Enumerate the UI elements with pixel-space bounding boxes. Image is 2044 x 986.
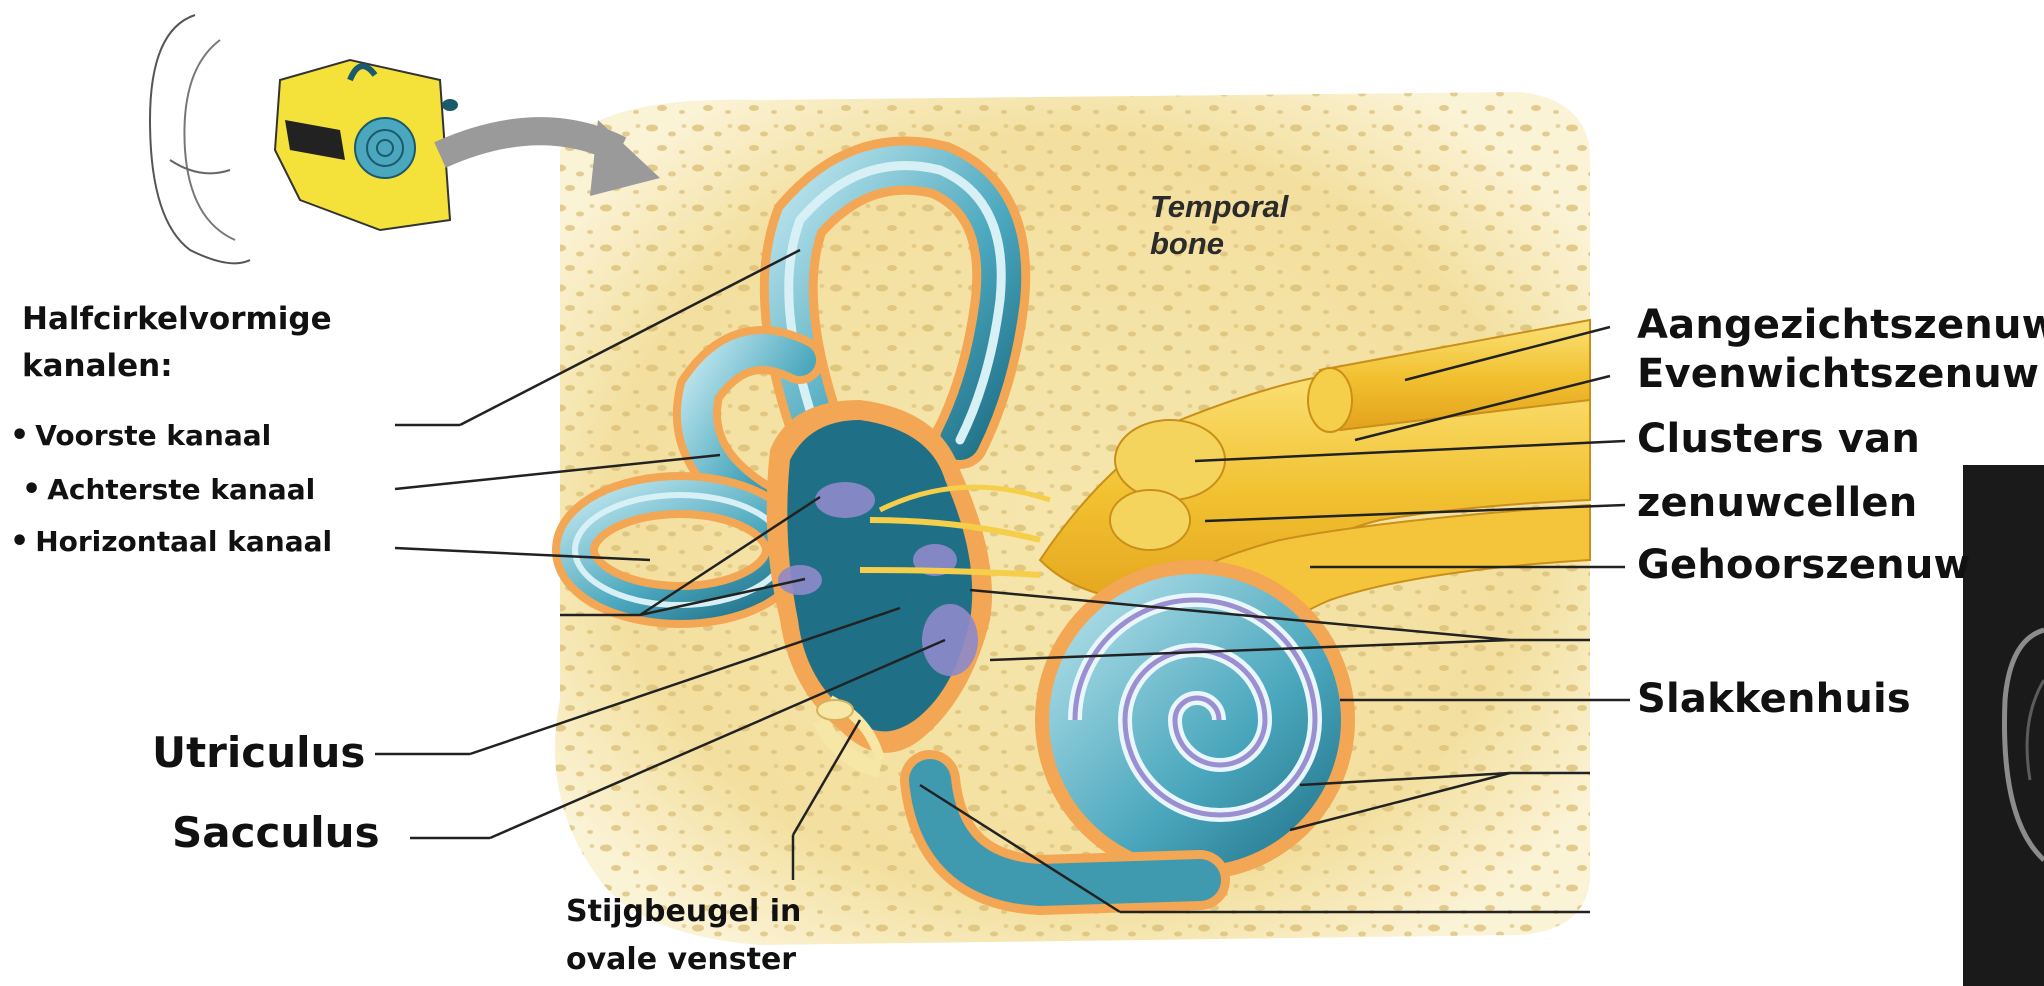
mri-thumbnail: [1963, 465, 2044, 986]
canal-item-horizontal: •Horizontaal kanaal: [10, 524, 332, 559]
nerve-clusters-label-line1: Clusters van: [1637, 416, 1920, 462]
canal-item-anterior: •Voorste kanaal: [10, 418, 271, 453]
temporal-bone-label-line2: bone: [1150, 225, 1288, 262]
canal-label-horizontal: Horizontaal kanaal: [35, 525, 332, 558]
utriculus-label: Utriculus: [152, 728, 365, 777]
stapes-label-line2: ovale venster: [566, 936, 801, 984]
stapes-label: Stijgbeugel in ovale venster: [566, 888, 801, 984]
temporal-bone-label: Temporal bone: [1150, 188, 1288, 262]
stapes-label-line1: Stijgbeugel in: [566, 888, 801, 936]
sacculus-label: Sacculus: [172, 808, 380, 857]
temporal-bone-label-line1: Temporal: [1150, 188, 1288, 225]
heading-line2: kanalen:: [22, 343, 332, 390]
cochlea-label: Slakkenhuis: [1637, 676, 1911, 722]
heading-line1: Halfcirkelvormige: [22, 296, 332, 343]
semicircular-canals-heading: Halfcirkelvormige kanalen:: [22, 296, 332, 390]
vestibular-nerve-label: Evenwichtszenuw: [1637, 351, 2039, 397]
cochlear-nerve-label: Gehoorszenuw: [1637, 542, 1971, 588]
canal-label-posterior: Achterste kanaal: [47, 473, 315, 506]
canal-label-anterior: Voorste kanaal: [35, 419, 271, 452]
ear-thumbnail: [150, 15, 458, 263]
canal-item-posterior: •Achterste kanaal: [22, 472, 315, 507]
nerve-clusters-label-line2: zenuwcellen: [1637, 480, 1917, 526]
facial-nerve-label: Aangezichtszenuw: [1637, 302, 2044, 348]
